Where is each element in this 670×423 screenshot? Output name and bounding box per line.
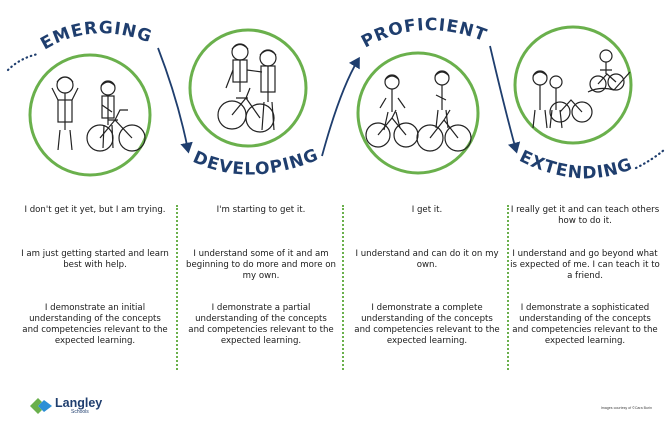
proficient-statement-1: I get it. — [411, 205, 443, 215]
developing-illustration — [188, 28, 308, 148]
stage-title-developing: DEVELOPING — [190, 145, 322, 180]
stage-title-proficient: PROFICIENT — [358, 15, 490, 52]
stage-column-extending: I really get it and can teach others how… — [510, 205, 660, 347]
stage-column-emerging: I don't get it yet, but I am trying. I a… — [20, 205, 170, 347]
image-credit: Images courtesy of ©Cara Burin — [600, 406, 652, 410]
developing-statement-2: I understand some of it and am beginning… — [186, 249, 336, 281]
emerging-statement-2: I am just getting started and learn best… — [21, 249, 169, 270]
langley-schools-logo: Langley Schools — [30, 395, 102, 417]
stage-title-emerging: EMERGING — [37, 18, 154, 54]
stage-column-proficient: I get it. I understand and can do it on … — [352, 205, 502, 347]
emerging-illustration — [28, 53, 152, 177]
proficient-statement-2: I understand and can do it on my own. — [355, 249, 499, 270]
divider-1 — [176, 205, 178, 370]
stage-title-extending: EXTENDING — [516, 147, 635, 184]
proficient-statement-3: I demonstrate a complete understanding o… — [354, 303, 500, 346]
proficient-illustration — [356, 51, 480, 175]
lead-out-dots — [634, 148, 666, 170]
extending-illustration — [513, 25, 633, 145]
extending-statement-1: I really get it and can teach others how… — [510, 205, 660, 226]
divider-3 — [507, 205, 509, 370]
logo-name: Langley — [55, 395, 103, 410]
emerging-statement-1: I don't get it yet, but I am trying. — [24, 205, 166, 215]
arrow-developing-to-proficient — [321, 56, 360, 157]
divider-2 — [342, 205, 344, 370]
lead-in-dots — [6, 52, 40, 72]
emerging-statement-3: I demonstrate an initial understanding o… — [22, 303, 168, 346]
arrow-emerging-to-developing — [157, 47, 193, 154]
developing-statement-1: I'm starting to get it. — [216, 205, 306, 215]
extending-statement-3: I demonstrate a sophisticated understand… — [512, 303, 658, 346]
developing-statement-3: I demonstrate a partial understanding of… — [188, 303, 334, 346]
arrow-proficient-to-extending — [489, 45, 521, 154]
extending-statement-2: I understand and go beyond what is expec… — [510, 249, 660, 281]
logo-sub: Schools — [71, 408, 89, 415]
stage-column-developing: I'm starting to get it. I understand som… — [186, 205, 336, 347]
logo-arrows-icon — [30, 398, 52, 414]
